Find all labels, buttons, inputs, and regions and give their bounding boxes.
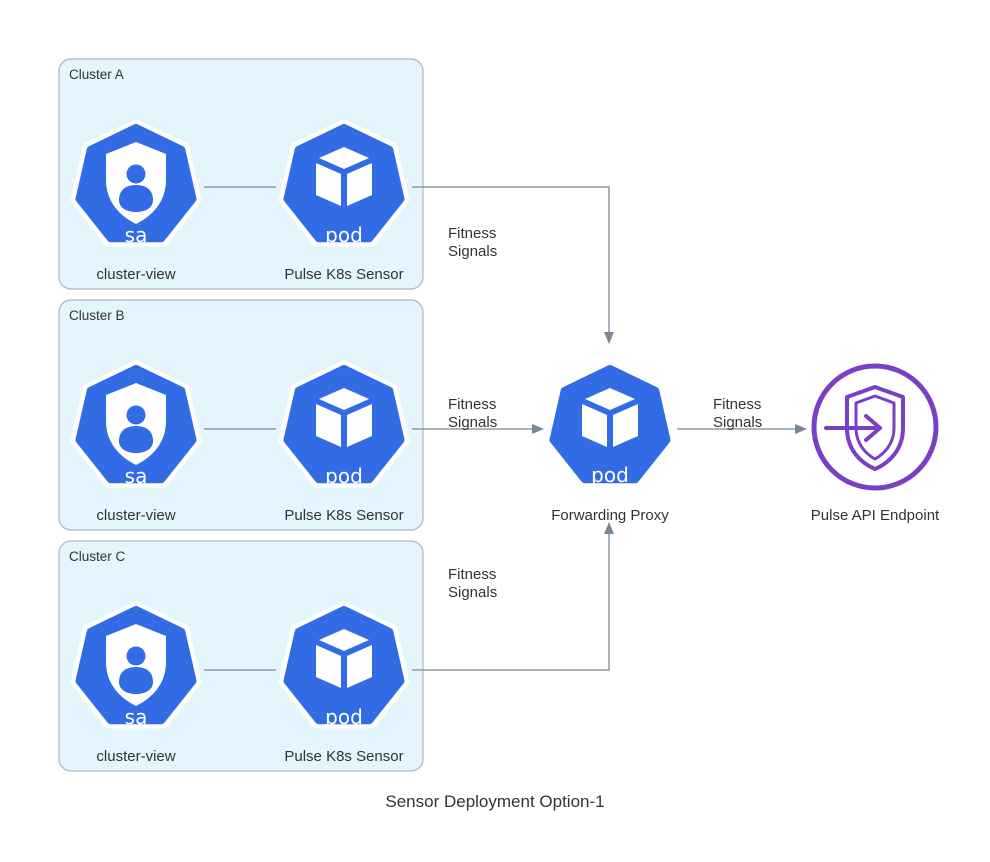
service-account-icon-text: sa bbox=[125, 223, 148, 247]
pod-icon-text: pod bbox=[325, 464, 363, 488]
cluster-c-service-account[interactable]: sa cluster-view bbox=[74, 604, 199, 765]
service-account-icon-text: sa bbox=[125, 705, 148, 729]
service-account-icon-text: sa bbox=[125, 464, 148, 488]
pod-icon-text: pod bbox=[325, 705, 363, 729]
sensor-pod-label: Pulse K8s Sensor bbox=[284, 507, 403, 524]
sensor-pod-label: Pulse K8s Sensor bbox=[284, 748, 403, 765]
forwarding-proxy-node[interactable]: pod Forwarding Proxy bbox=[548, 363, 673, 524]
cluster-b-service-account[interactable]: sa cluster-view bbox=[74, 363, 199, 524]
endpoint-label: Pulse API Endpoint bbox=[811, 507, 940, 524]
edge-cluster-c-to-proxy bbox=[412, 522, 614, 671]
edge-cluster-a-to-proxy bbox=[412, 186, 614, 344]
pod-icon-text: pod bbox=[325, 223, 363, 247]
service-account-label: cluster-view bbox=[96, 266, 175, 283]
service-account-label: cluster-view bbox=[96, 748, 175, 765]
proxy-label: Forwarding Proxy bbox=[551, 507, 669, 524]
endpoint-shield-icon bbox=[811, 363, 939, 491]
cluster-b-label: Cluster B bbox=[69, 308, 125, 323]
cluster-c-label: Cluster C bbox=[69, 549, 126, 564]
cluster-a-label: Cluster A bbox=[69, 67, 124, 82]
service-account-label: cluster-view bbox=[96, 507, 175, 524]
cluster-a-service-account[interactable]: sa cluster-view bbox=[74, 122, 199, 283]
diagram-title: Sensor Deployment Option-1 bbox=[385, 792, 604, 811]
pulse-api-endpoint-node[interactable]: Pulse API Endpoint bbox=[811, 363, 940, 524]
proxy-icon-text: pod bbox=[591, 463, 629, 487]
sensor-pod-label: Pulse K8s Sensor bbox=[284, 266, 403, 283]
